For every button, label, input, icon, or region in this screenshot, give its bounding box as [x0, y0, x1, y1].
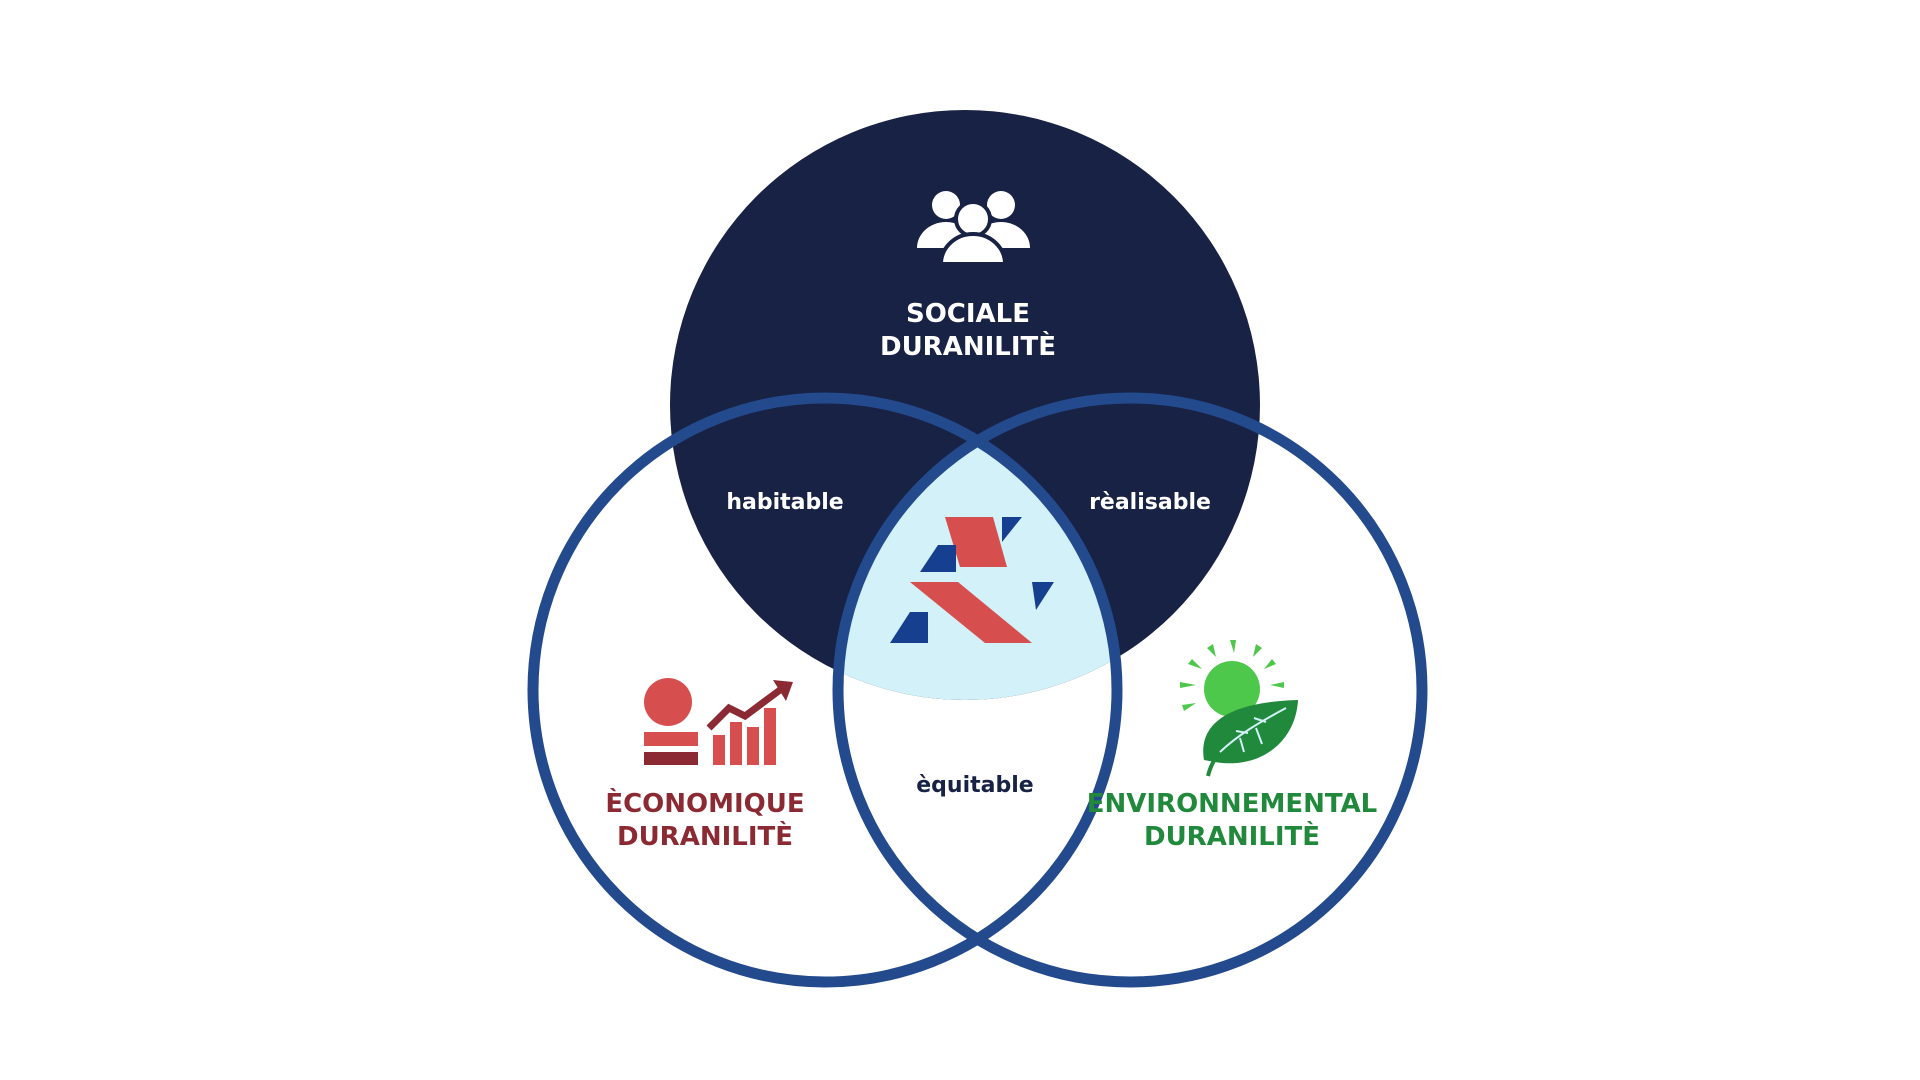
- environmental-circle: [832, 392, 1428, 988]
- economic-circle: [527, 392, 1123, 988]
- social-circle: [670, 110, 1260, 700]
- economic-growth-icon: [644, 678, 793, 765]
- sun-leaf-icon: [1180, 640, 1298, 777]
- overlap-label-realisable: rèalisable: [1089, 490, 1211, 515]
- overlap-label-equitable: èquitable: [916, 773, 1033, 798]
- environmental-title-line2: DURANILITÈ: [1144, 820, 1320, 852]
- economic-title-line2: DURANILITÈ: [617, 820, 793, 852]
- social-title-line1: SOCIALE: [906, 299, 1030, 329]
- environmental-title-line1: ENVIRONNEMENTAL: [1087, 789, 1378, 819]
- economic-title-line1: ÈCONOMIQUE: [605, 787, 804, 819]
- people-group-icon: [917, 191, 1030, 266]
- company-logo-icon: [890, 517, 1054, 643]
- overlap-label-habitable: habitable: [726, 490, 843, 515]
- social-title-line2: DURANILITÈ: [880, 330, 1056, 362]
